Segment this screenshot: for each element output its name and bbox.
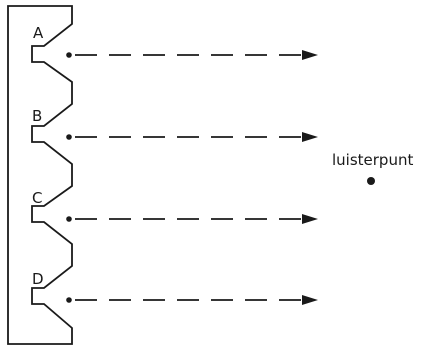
ray-origin-dot-a xyxy=(66,52,72,58)
source-label-b: B xyxy=(32,107,42,125)
ray-origin-dot-c xyxy=(66,216,72,222)
ray-arrowhead-c xyxy=(302,214,318,224)
ray-arrowhead-b xyxy=(302,132,318,142)
ray-arrowhead-d xyxy=(302,295,318,305)
reflector-wall-outline xyxy=(7,5,73,345)
listening-point-dot xyxy=(367,177,375,185)
listening-point-label: luisterpunt xyxy=(332,151,413,169)
source-label-a: A xyxy=(33,24,44,42)
source-label-d: D xyxy=(32,270,44,288)
source-label-c: C xyxy=(32,189,42,207)
ray-arrowhead-a xyxy=(302,50,318,60)
ray-origin-dot-d xyxy=(66,297,72,303)
ray-origin-dot-b xyxy=(66,134,72,140)
